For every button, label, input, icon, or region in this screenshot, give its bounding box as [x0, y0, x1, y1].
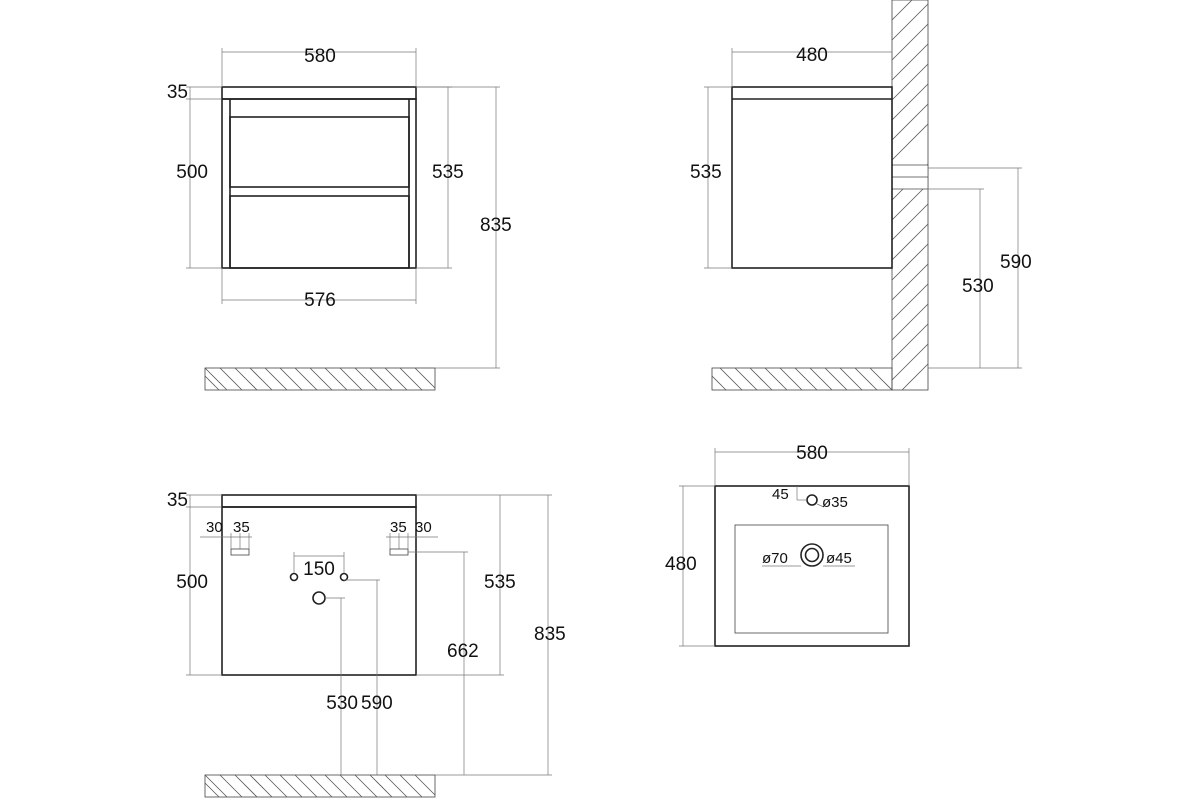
rear-cabinet: [221, 494, 417, 676]
side-cabinet: [731, 86, 893, 269]
side-outlet-height-label: 590: [1000, 252, 1032, 273]
front-body-height-label: 500: [176, 162, 208, 183]
right-bracket: [389, 548, 409, 556]
left-tap-hole: [289, 572, 299, 582]
front-top-height-label: 35: [167, 82, 188, 103]
top-width-label: 580: [796, 443, 828, 464]
rear-drain-height-label: 530: [326, 693, 358, 714]
side-height-label: 535: [690, 162, 722, 183]
rear-hole-spacing-label: 150: [303, 559, 335, 580]
rear-right-offset-label: 30: [415, 519, 432, 536]
rear-left-bracket-label: 35: [233, 519, 250, 536]
top-view: 580 480 45 ø35 ø70 ø45: [665, 443, 910, 647]
top-drain-diameter-label: ø70: [762, 550, 788, 567]
side-wall-hatch: [891, 0, 929, 391]
front-floor-height-label: 835: [480, 215, 512, 236]
rear-view: 35 30 35 35 30 150 500 535 835 662 530 5…: [167, 490, 566, 798]
side-view: 480 535 530 590: [690, 0, 1032, 391]
right-tap-hole: [339, 572, 349, 582]
drain-outer: [800, 543, 824, 567]
front-dimensions: [186, 48, 500, 369]
front-top-width-label: 580: [304, 46, 336, 67]
top-tap-diameter-label: ø35: [822, 494, 848, 511]
side-floor-hatch: [711, 367, 893, 391]
rear-floor-height-label: 835: [534, 624, 566, 645]
front-cabinet: [221, 86, 417, 269]
tap-hole: [806, 494, 818, 506]
rear-right-bracket-label: 35: [390, 519, 407, 536]
left-bracket: [230, 548, 250, 556]
front-total-height-label: 535: [432, 162, 464, 183]
rear-bracket-height-label: 662: [447, 641, 479, 662]
top-dimensions: [679, 448, 910, 647]
rear-outlet-height-label: 590: [361, 693, 393, 714]
top-depth-label: 480: [665, 554, 697, 575]
rear-top-height-label: 35: [167, 490, 188, 511]
top-tap-offset-label: 45: [772, 486, 789, 503]
basin-top: [714, 485, 910, 647]
rear-left-offset-label: 30: [206, 519, 223, 536]
side-dimensions: [704, 48, 1022, 369]
drain-inner: [804, 547, 820, 563]
front-view: 580 35 500 535 835 576: [167, 46, 512, 391]
front-floor-hatch: [204, 367, 436, 391]
side-drain-height-label: 530: [962, 276, 994, 297]
top-outlet-diameter-label: ø45: [826, 550, 852, 567]
front-bottom-width-label: 576: [304, 290, 336, 311]
rear-body-height-label: 500: [176, 572, 208, 593]
rear-dimensions: [186, 494, 552, 776]
rear-floor-hatch: [204, 774, 436, 798]
side-depth-label: 480: [796, 45, 828, 66]
rear-total-height-label: 535: [484, 572, 516, 593]
drain-hole: [312, 591, 326, 605]
